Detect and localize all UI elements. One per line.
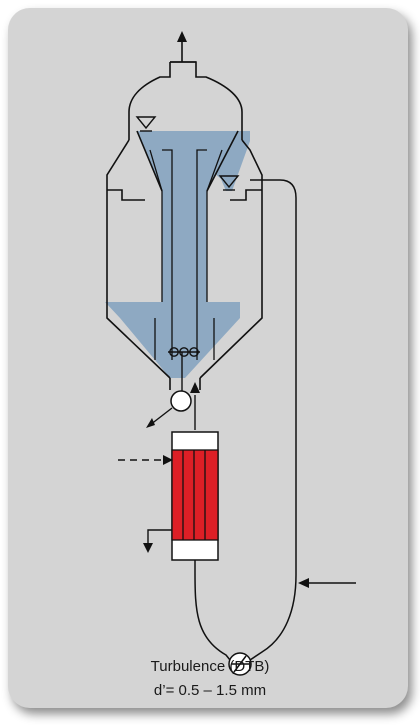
circulation-loop — [194, 179, 297, 661]
product-discharge-arrow — [146, 407, 173, 428]
condensate-outlet-arrow — [143, 529, 172, 553]
liquid-fill — [105, 131, 250, 378]
level-indicator-icons — [135, 116, 240, 191]
circulation-outlet — [170, 390, 192, 412]
diagram-caption-size-range: d’= 0.5 – 1.5 mm — [153, 682, 267, 699]
vapor-outlet-arrow — [177, 31, 187, 62]
circulation-pump-icon — [228, 652, 252, 676]
feed-inlet-arrow — [298, 578, 356, 588]
vessel-outline — [106, 61, 263, 390]
heat-exchanger — [171, 431, 219, 561]
diagram-card — [8, 8, 408, 708]
diagram-caption-title: Turbulence (DTB) — [150, 658, 270, 675]
steam-inlet-arrow — [118, 455, 173, 465]
agitator-icon — [168, 347, 200, 392]
return-flow-arrow — [190, 382, 200, 430]
